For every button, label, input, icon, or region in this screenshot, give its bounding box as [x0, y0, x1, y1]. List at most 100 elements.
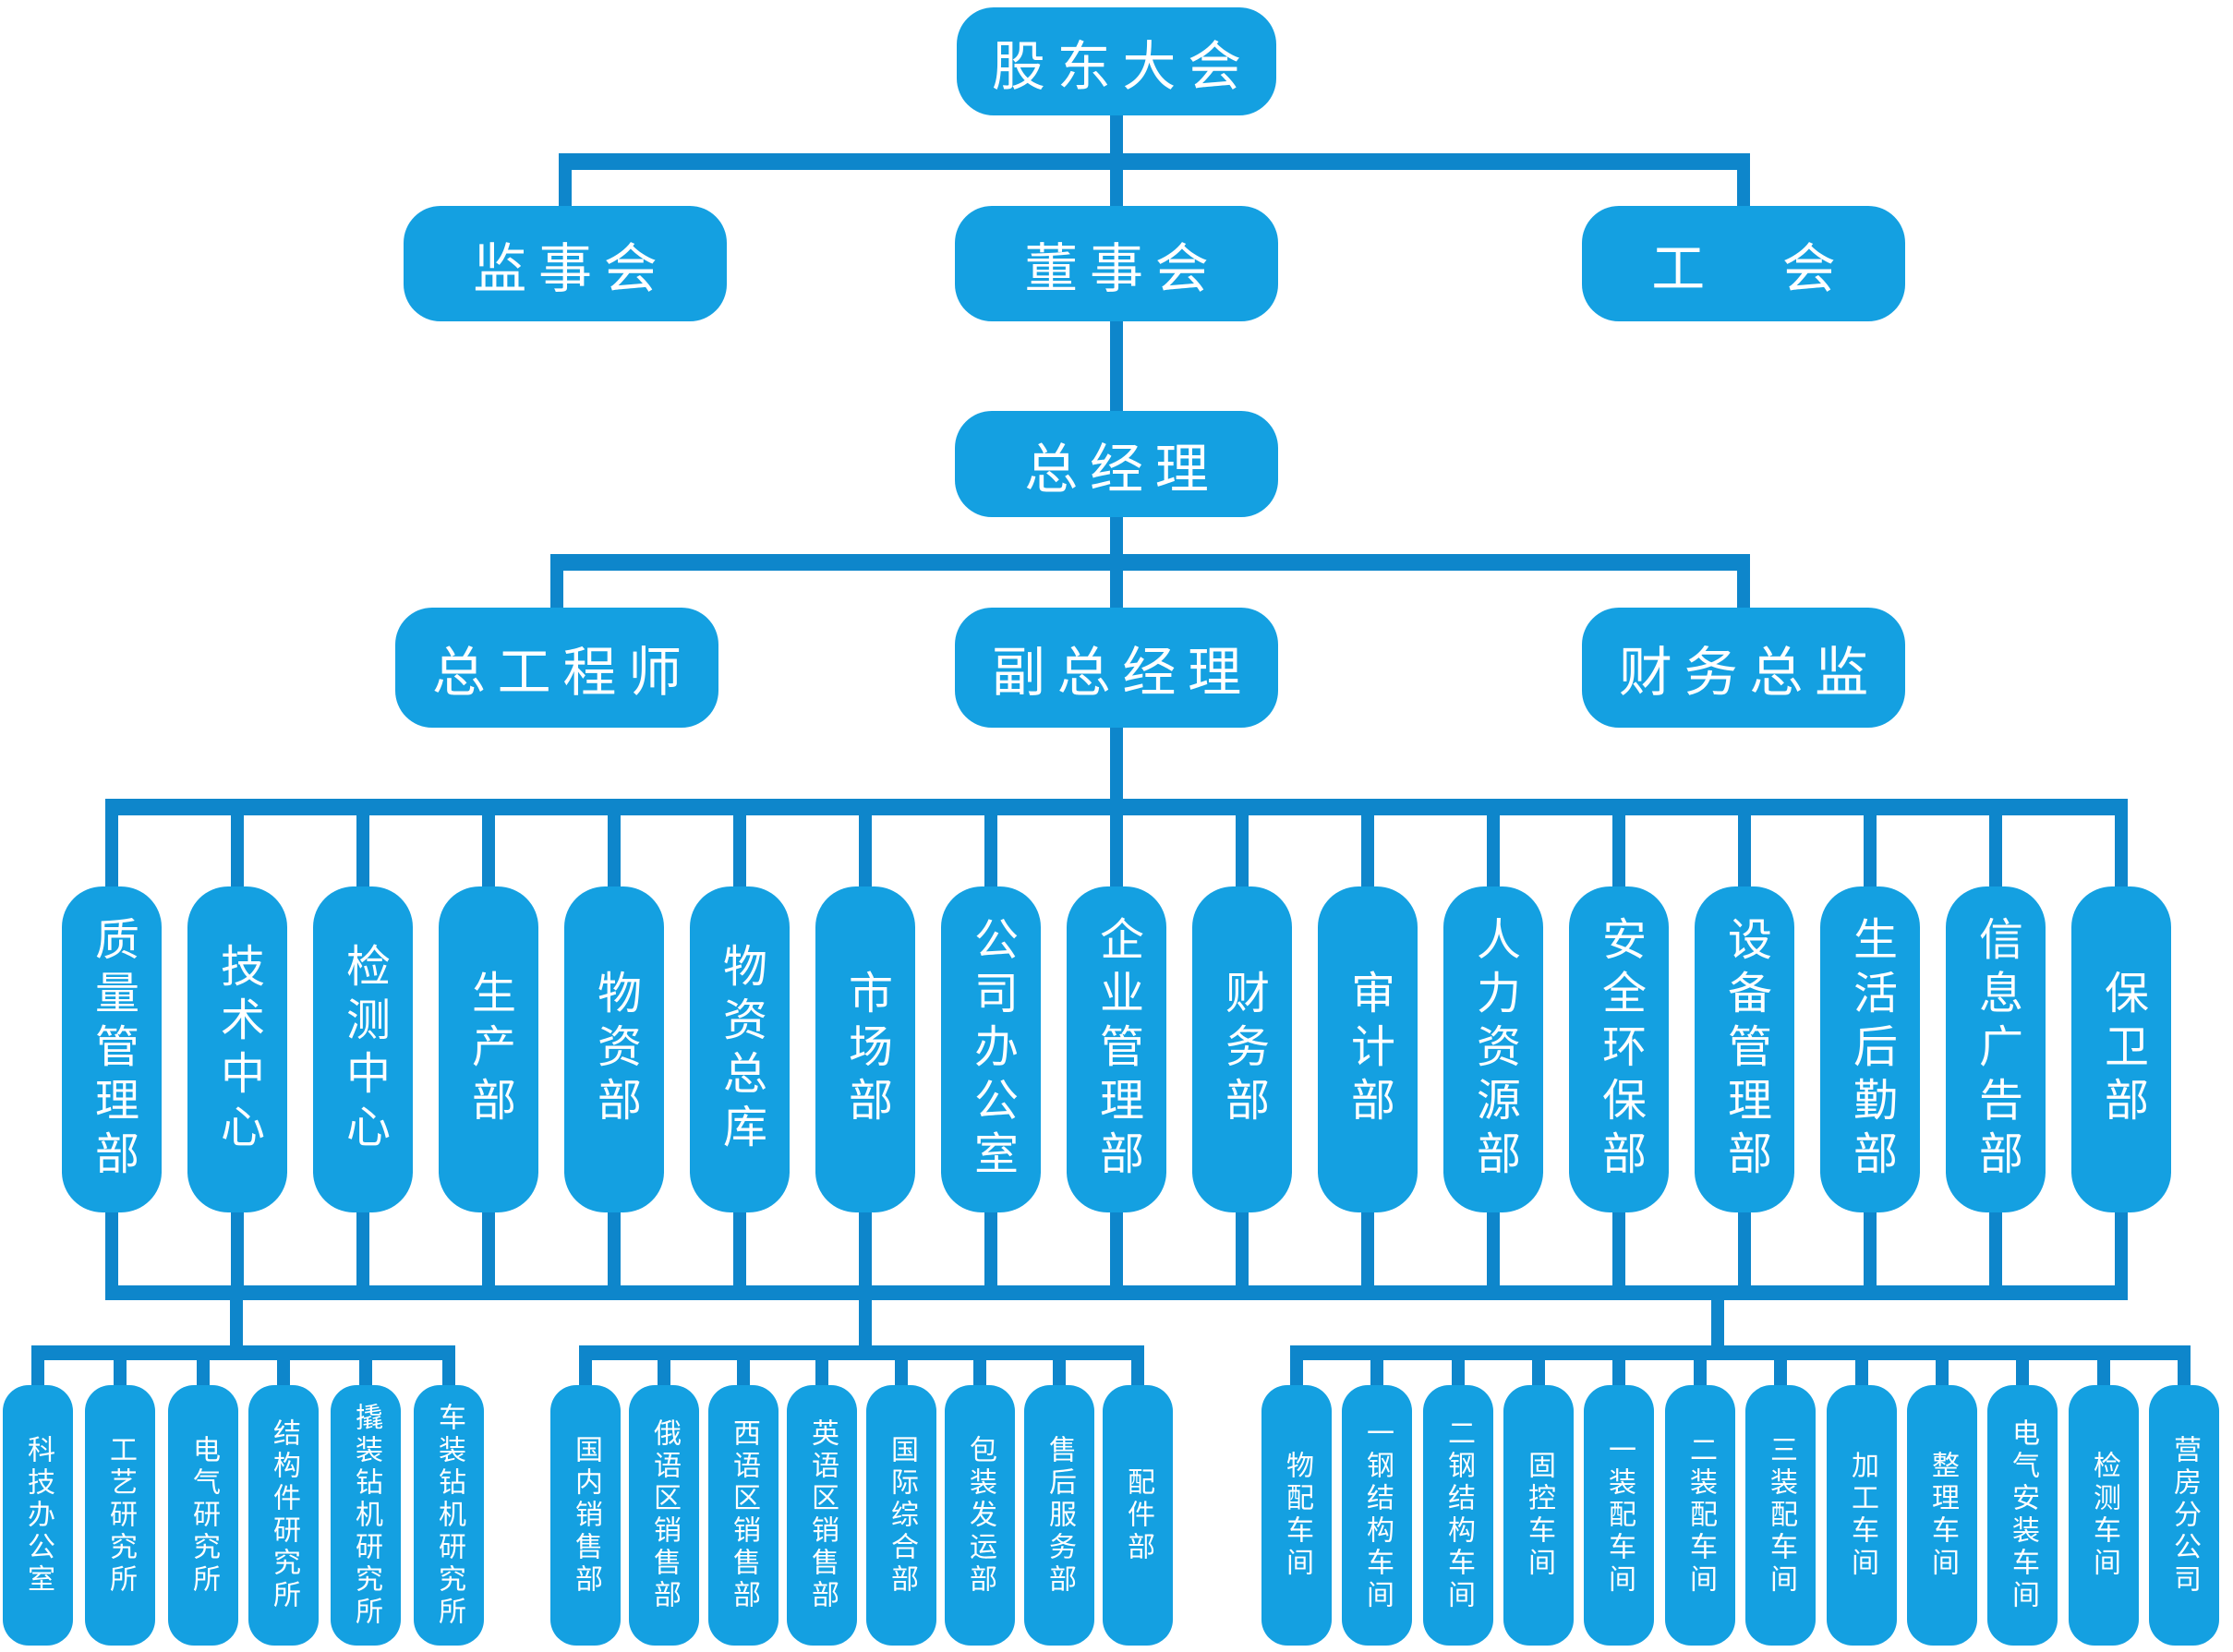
node-dept-12-label: 安全环保部: [1595, 915, 1644, 1184]
connector-line: [2097, 1360, 2110, 1386]
connector-line: [1532, 1360, 1545, 1386]
node-workshop-0: 物配车间: [1261, 1385, 1332, 1646]
node-dept-1-label: 技术中心: [213, 942, 262, 1157]
node-dept-4: 物资部: [564, 886, 664, 1212]
connector-line: [658, 1360, 670, 1386]
node-workshop-5: 二装配车间: [1665, 1385, 1735, 1646]
node-workshop-1: 一钢结构车间: [1342, 1385, 1412, 1646]
node-dept-13: 设备管理部: [1695, 886, 1794, 1212]
node-sales-5: 包装发运部: [945, 1385, 1015, 1646]
node-workshop-2-label: 二钢结构车间: [1443, 1418, 1474, 1612]
connector-line: [608, 815, 621, 887]
node-deputy-general-manager: 副总经理: [955, 608, 1278, 728]
node-sales-5-label: 包装发运部: [965, 1434, 996, 1597]
node-dept-10: 审计部: [1318, 886, 1418, 1212]
connector-line: [1110, 815, 1123, 887]
node-workshop-6: 三装配车间: [1745, 1385, 1816, 1646]
node-workshop-10-label: 检测车间: [2089, 1451, 2119, 1580]
node-general-manager: 总经理: [955, 411, 1278, 517]
node-workshop-11-label: 营房分公司: [2169, 1434, 2200, 1597]
node-dept-11: 人力资源部: [1443, 886, 1543, 1212]
node-workshop-4: 一装配车间: [1584, 1385, 1654, 1646]
node-dept-15-label: 信息广告部: [1972, 915, 2021, 1184]
node-research-2: 电气研究所: [168, 1385, 238, 1646]
connector-line: [277, 1360, 290, 1386]
node-workshop-3-label: 固控车间: [1524, 1451, 1554, 1580]
node-dept-5: 物资总库: [690, 886, 790, 1212]
node-research-3-label: 结构件研究所: [269, 1418, 299, 1612]
node-dept-3: 生产部: [439, 886, 538, 1212]
connector-line: [1855, 1360, 1868, 1386]
connector-line: [1053, 1360, 1066, 1386]
connector-line: [550, 571, 563, 609]
connector-line: [579, 1360, 592, 1386]
node-research-2-label: 电气研究所: [188, 1434, 219, 1597]
connector-line: [1612, 815, 1625, 887]
connector-line: [1774, 1360, 1787, 1386]
node-dept-12: 安全环保部: [1569, 886, 1669, 1212]
connector-line: [1738, 1212, 1751, 1286]
connector-line: [1989, 1212, 2002, 1286]
node-sales-0-label: 国内销售部: [571, 1434, 601, 1597]
node-workshop-0-label: 物配车间: [1282, 1451, 1312, 1580]
connector-line: [1361, 1212, 1374, 1286]
node-sales-7: 配件部: [1103, 1385, 1173, 1646]
connector-line: [1236, 815, 1249, 887]
connector-line: [559, 170, 572, 207]
node-general-manager-label: 总经理: [1024, 439, 1221, 500]
connector-line: [105, 799, 2128, 815]
node-dept-0: 质量管理部: [62, 886, 162, 1212]
connector-line: [1487, 815, 1500, 887]
node-dept-11-label: 人力资源部: [1469, 915, 1518, 1184]
connector-line: [31, 1345, 455, 1360]
node-dept-14-label: 生活后勤部: [1846, 915, 1895, 1184]
node-workshop-8-label: 整理车间: [1927, 1451, 1958, 1580]
connector-line: [482, 815, 495, 887]
connector-line: [356, 815, 369, 887]
node-workshop-7: 加工车间: [1827, 1385, 1897, 1646]
connector-line: [356, 1212, 369, 1286]
node-board-of-directors: 董事会: [955, 206, 1278, 321]
node-dept-3-label: 生产部: [465, 969, 513, 1130]
node-workshop-10: 检测车间: [2069, 1385, 2139, 1646]
connector-line: [1864, 1212, 1877, 1286]
node-chief-engineer: 总工程师: [395, 608, 718, 728]
node-sales-1-label: 俄语区销售部: [649, 1418, 680, 1612]
connector-line: [733, 815, 746, 887]
connector-line: [2115, 1212, 2128, 1286]
node-board-of-directors-label: 董事会: [1024, 238, 1221, 299]
node-sales-4: 国际综合部: [866, 1385, 936, 1646]
connector-line: [1110, 517, 1123, 555]
connector-line: [984, 815, 997, 887]
node-dept-15: 信息广告部: [1946, 886, 2046, 1212]
connector-line: [559, 153, 1750, 170]
connector-line: [1936, 1360, 1949, 1386]
node-research-1-label: 工艺研究所: [105, 1434, 136, 1597]
node-research-5: 车装钻机研究所: [414, 1385, 484, 1646]
node-sales-3-label: 英语区销售部: [807, 1418, 838, 1612]
node-shareholders-meeting-label: 股东大会: [991, 36, 1253, 97]
connector-line: [105, 1212, 118, 1286]
node-sales-1: 俄语区销售部: [629, 1385, 699, 1646]
node-research-0: 科技办公室: [3, 1385, 73, 1646]
connector-line: [114, 1360, 127, 1386]
node-sales-2: 西语区销售部: [708, 1385, 779, 1646]
node-shareholders-meeting: 股东大会: [957, 7, 1276, 115]
node-chief-engineer-label: 总工程师: [431, 643, 694, 703]
node-sales-2-label: 西语区销售部: [729, 1418, 759, 1612]
node-sales-3: 英语区销售部: [787, 1385, 857, 1646]
node-dept-4-label: 物资部: [590, 969, 639, 1130]
connector-line: [1131, 1360, 1144, 1386]
connector-line: [231, 1212, 244, 1286]
node-sales-6: 售后服务部: [1024, 1385, 1094, 1646]
node-dept-8: 企业管理部: [1067, 886, 1166, 1212]
connector-line: [973, 1360, 986, 1386]
connector-line: [1694, 1360, 1707, 1386]
connector-line: [1370, 1360, 1383, 1386]
connector-line: [1612, 1360, 1625, 1386]
node-supervisory-board-label: 监事会: [473, 238, 670, 299]
node-sales-4-label: 国际综合部: [887, 1434, 917, 1597]
connector-line: [815, 1360, 828, 1386]
connector-line: [579, 1345, 1144, 1360]
connector-line: [737, 1360, 750, 1386]
